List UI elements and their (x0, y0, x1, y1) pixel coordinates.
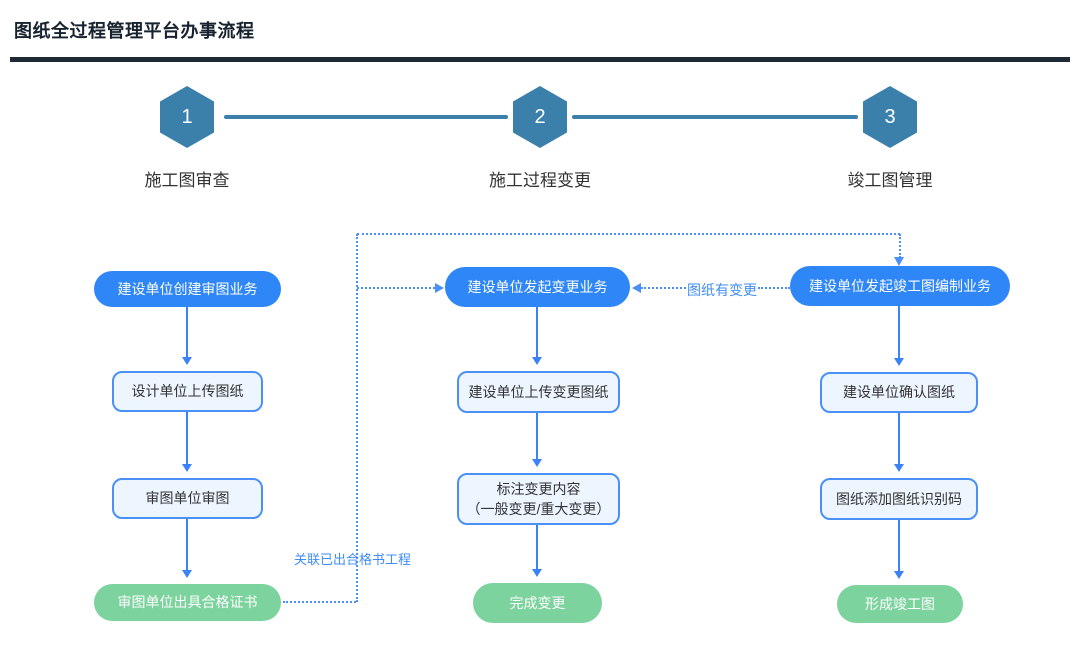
step-3-hexagon-icon: 3 (863, 86, 917, 148)
stepper-line (224, 115, 508, 119)
node-create-review-business: 建设单位创建审图业务 (94, 271, 281, 307)
node-confirm-drawings: 建设单位确认图纸 (820, 372, 978, 413)
step-2-label: 施工过程变更 (489, 171, 591, 190)
flow-arrow (536, 413, 538, 464)
step-1-hexagon-icon: 1 (160, 86, 214, 148)
node-form-asbuilt-drawing: 形成竣工图 (837, 585, 963, 623)
dotted-connector-drawing-changed-left (641, 287, 686, 289)
node-upload-change-drawings: 建设单位上传变更图纸 (457, 371, 620, 413)
node-add-drawing-id-code: 图纸添加图纸识别码 (820, 478, 978, 520)
dotted-arrowhead-down-icon (894, 257, 904, 266)
title-divider (10, 57, 1070, 62)
step-1-label: 施工图审查 (144, 171, 230, 190)
edge-label-drawing-changed: 图纸有变更 (687, 282, 757, 298)
dotted-connector-to-change-business (357, 287, 435, 289)
flow-arrow (186, 519, 188, 575)
dotted-arrowhead-left-icon (632, 283, 641, 293)
edge-label-associate-certified-project: 关联已出合格书工程 (294, 552, 412, 567)
page-title: 图纸全过程管理平台办事流程 (14, 21, 255, 41)
step-3-number: 3 (884, 105, 896, 128)
dotted-connector-from-certificate (283, 601, 356, 603)
flow-arrow (898, 520, 900, 576)
node-issue-certificate: 审图单位出具合格证书 (94, 584, 281, 621)
dotted-connector-vertical-main (356, 234, 358, 602)
step-3-label: 竣工图管理 (847, 171, 933, 190)
flow-arrow (186, 307, 188, 362)
stepper-line (572, 115, 858, 119)
dotted-connector-top (357, 233, 900, 235)
flow-arrow (898, 306, 900, 363)
node-initiate-change-business: 建设单位发起变更业务 (445, 267, 630, 307)
node-complete-change: 完成变更 (473, 583, 602, 623)
node-design-upload-drawings: 设计单位上传图纸 (112, 371, 263, 412)
flow-arrow (536, 307, 538, 362)
step-2-hexagon-icon: 2 (513, 86, 567, 148)
dotted-connector-to-asbuilt-business (899, 234, 901, 258)
node-initiate-asbuilt-business: 建设单位发起竣工图编制业务 (790, 266, 1010, 306)
node-annotate-change-content: 标注变更内容 （一般变更/重大变更） (457, 473, 620, 525)
flow-arrow (898, 413, 900, 469)
flow-arrow (536, 525, 538, 574)
flow-arrow (186, 412, 188, 469)
step-1-number: 1 (181, 105, 193, 128)
node-review-unit-review: 审图单位审图 (112, 478, 263, 519)
dotted-arrowhead-right-icon (435, 283, 444, 293)
dotted-connector-drawing-changed-right (758, 287, 790, 289)
step-2-number: 2 (534, 105, 546, 128)
